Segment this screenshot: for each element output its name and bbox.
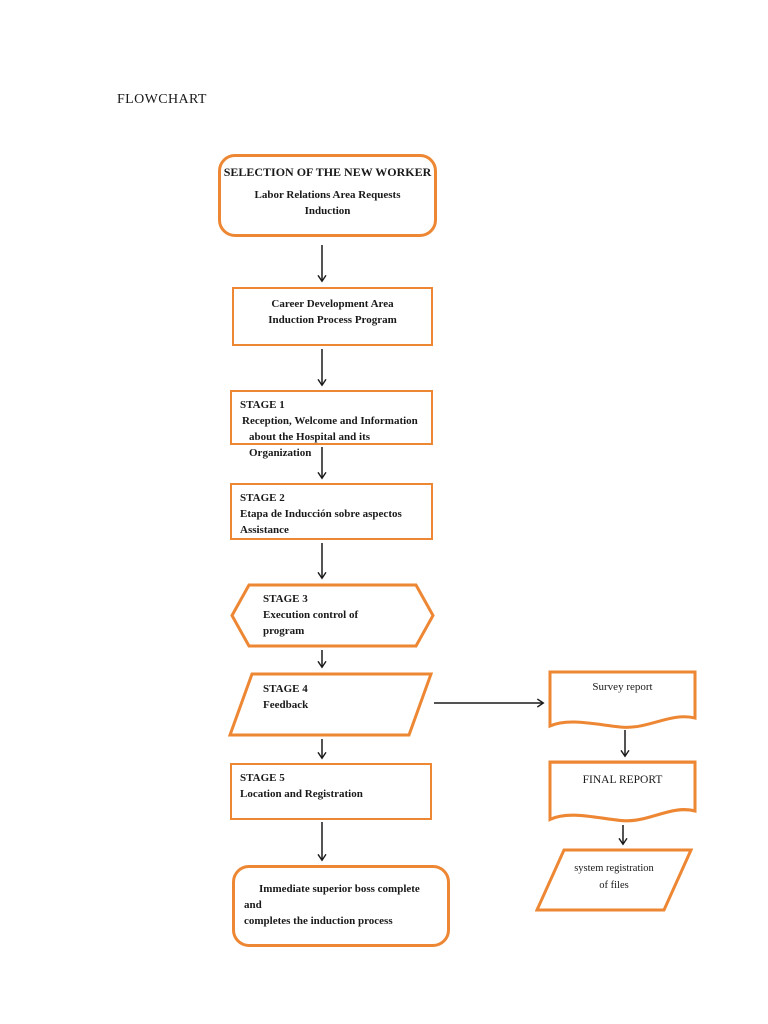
node-career-development-program: Career Development Area Induction Proces… xyxy=(232,287,433,346)
page-title: FLOWCHART xyxy=(117,92,207,107)
parallelogram-shape xyxy=(535,848,693,912)
node-selection-of-new-worker: SELECTION OF THE NEW WORKER Labor Relati… xyxy=(218,154,437,237)
node-line: Labor Relations Area Requests xyxy=(254,189,401,201)
node-line: Immediate superior boss complete and xyxy=(244,883,420,911)
node-heading: STAGE 1 xyxy=(240,399,285,411)
document-shape xyxy=(548,760,697,823)
node-line: Career Development Area xyxy=(271,298,394,310)
node-stage5-location-registration: STAGE 5 Location and Registration xyxy=(230,763,432,820)
node-survey-report: Survey report xyxy=(548,670,697,729)
node-system-registration-files: system registration of files xyxy=(535,848,693,912)
node-line: Feedback xyxy=(263,699,309,711)
node-line: Reception, Welcome and Information xyxy=(242,415,418,427)
node-final-report: FINAL REPORT xyxy=(548,760,697,823)
node-heading: STAGE 5 xyxy=(240,772,285,784)
node-heading: SELECTION OF THE NEW WORKER xyxy=(223,165,432,179)
node-stage1-reception: STAGE 1 Reception, Welcome and Informati… xyxy=(230,390,433,459)
node-line: Assistance xyxy=(240,524,289,536)
node-stage3-execution-control: STAGE 3 Execution control of program xyxy=(230,583,435,648)
node-line: Execution control of xyxy=(263,609,359,621)
node-heading: STAGE 4 xyxy=(263,683,308,695)
node-line: Induction Process Program xyxy=(268,314,397,326)
node-heading: STAGE 2 xyxy=(240,492,285,504)
node-stage4-feedback: STAGE 4 Feedback xyxy=(228,672,433,737)
node-label: FINAL REPORT xyxy=(582,774,663,786)
document-shape xyxy=(548,670,697,729)
parallelogram-shape xyxy=(228,672,433,737)
node-line: of files xyxy=(599,880,629,891)
node-heading: STAGE 3 xyxy=(263,593,308,605)
node-line: completes the induction process xyxy=(244,915,393,927)
hexagon-shape xyxy=(230,583,435,648)
node-line: program xyxy=(263,625,305,637)
node-label: Survey report xyxy=(592,681,653,693)
node-line: Etapa de Inducción sobre aspectos xyxy=(240,508,402,520)
node-line: system registration xyxy=(574,863,654,874)
node-stage2-induction-aspects: STAGE 2 Etapa de Inducción sobre aspecto… xyxy=(230,483,433,540)
node-superior-boss-completes: Immediate superior boss complete and com… xyxy=(232,865,450,947)
node-line: about the Hospital and its Organization xyxy=(249,431,371,459)
node-line: Induction xyxy=(304,205,351,217)
node-line: Location and Registration xyxy=(240,788,363,800)
